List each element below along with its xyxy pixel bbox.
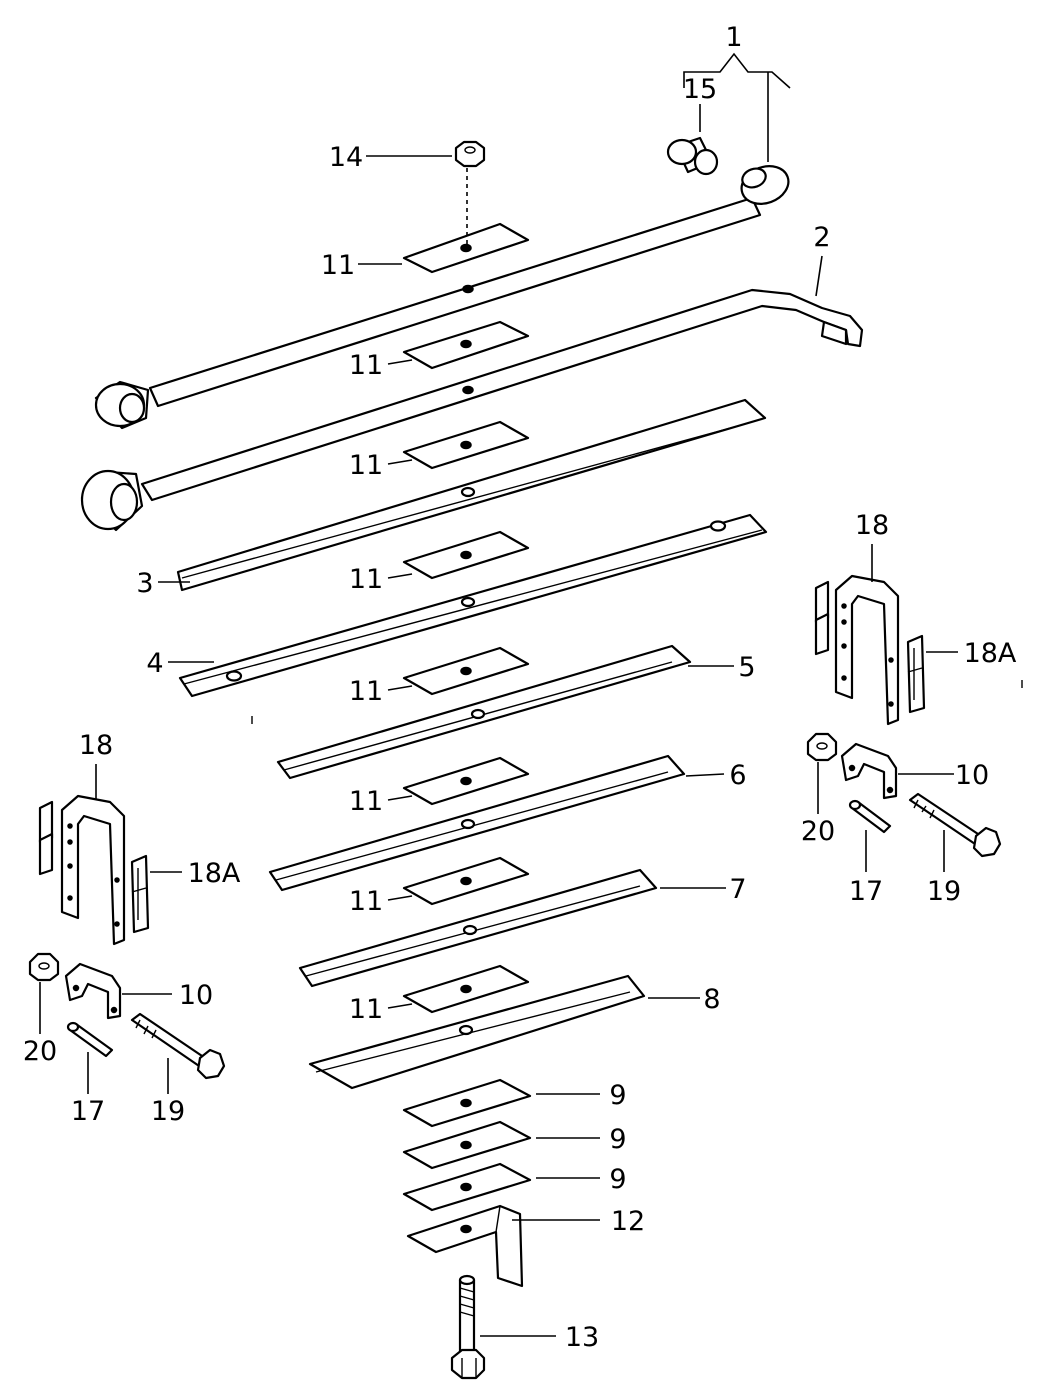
leaf-part-4	[178, 513, 768, 698]
callout-11: 11	[349, 450, 383, 481]
callout-14: 14	[329, 142, 363, 173]
clamp-insert-part-18a-right	[906, 634, 926, 714]
nut-part-20-right	[806, 732, 838, 762]
callout-labels: 1 15 14 2 11 11 11 11 11 11 11 11 3 4 5 …	[23, 22, 1017, 1353]
bracket-part-12	[406, 1204, 524, 1288]
callout-12: 12	[611, 1206, 645, 1237]
callout-18: 18	[79, 730, 113, 761]
callout-9: 9	[609, 1124, 626, 1155]
callout-11: 11	[349, 994, 383, 1025]
plate-part-11	[402, 964, 530, 1014]
callout-17: 17	[71, 1096, 105, 1127]
center-bolt-part-13	[450, 1274, 486, 1380]
plate-part-11	[402, 756, 530, 806]
shim-plate-part-9	[402, 1078, 532, 1128]
nut-part-20-left	[28, 952, 60, 982]
plate-part-11	[402, 530, 530, 580]
leaf-part-3	[176, 398, 767, 592]
bracket-part-10-left	[64, 962, 122, 1020]
leaf-part-5	[276, 644, 692, 780]
clamp-strip-part-18-right-left	[814, 580, 830, 656]
callout-4: 4	[146, 648, 163, 679]
scan-artifact-marks	[251, 680, 1023, 724]
plate-part-11-group	[402, 222, 530, 1014]
u-clamp-part-18-right	[834, 574, 900, 726]
callout-11: 11	[349, 786, 383, 817]
bolt-part-19-left	[130, 1012, 226, 1080]
leader-lines	[39, 52, 958, 1337]
leaf-part-8	[308, 974, 646, 1090]
callout-11: 11	[349, 564, 383, 595]
callout-19: 19	[151, 1096, 185, 1127]
pin-part-17-right	[848, 799, 892, 834]
callout-7: 7	[729, 874, 746, 905]
callout-9: 9	[609, 1164, 626, 1195]
callout-11: 11	[349, 886, 383, 917]
callout-5: 5	[738, 652, 755, 683]
callout-15: 15	[683, 74, 717, 105]
plate-part-11	[402, 646, 530, 696]
callout-2: 2	[813, 222, 830, 253]
shim-plate-part-9-group	[402, 1078, 532, 1212]
u-clamp-part-18-left	[60, 794, 126, 946]
callout-8: 8	[703, 984, 720, 1015]
clamp-strip-part-18-left-left	[38, 800, 54, 876]
callout-19: 19	[927, 876, 961, 907]
leaf-part-6	[268, 754, 686, 892]
callout-17: 17	[849, 876, 883, 907]
clamp-insert-part-18a-left	[130, 854, 150, 934]
shim-plate-part-9	[402, 1120, 532, 1170]
callout-1: 1	[725, 22, 742, 53]
callout-11: 11	[321, 250, 355, 281]
plate-part-11	[402, 856, 530, 906]
callout-6: 6	[729, 760, 746, 791]
plate-part-11	[402, 420, 530, 470]
bolt-part-19-right	[908, 792, 1002, 858]
plate-part-11	[402, 320, 530, 370]
leaf-part-7	[298, 868, 658, 988]
callout-11: 11	[349, 350, 383, 381]
pin-part-17-left	[66, 1021, 114, 1058]
bushing-part-15	[666, 136, 719, 176]
callout-18a: 18A	[188, 858, 241, 889]
plate-part-11	[402, 222, 530, 274]
second-leaf-part-2	[80, 288, 864, 532]
bracket-part-10-right	[840, 742, 898, 800]
shim-plate-part-9	[402, 1162, 532, 1212]
callout-18a: 18A	[964, 638, 1017, 669]
nut-part-14	[454, 140, 486, 168]
callout-20: 20	[23, 1036, 57, 1067]
callout-10: 10	[955, 760, 989, 791]
callout-10: 10	[179, 980, 213, 1011]
callout-11: 11	[349, 676, 383, 707]
callout-20: 20	[801, 816, 835, 847]
main-leaf-part-1	[94, 165, 790, 430]
callout-9: 9	[609, 1080, 626, 1111]
callout-3: 3	[136, 568, 153, 599]
callout-13: 13	[565, 1322, 599, 1353]
callout-18: 18	[855, 510, 889, 541]
